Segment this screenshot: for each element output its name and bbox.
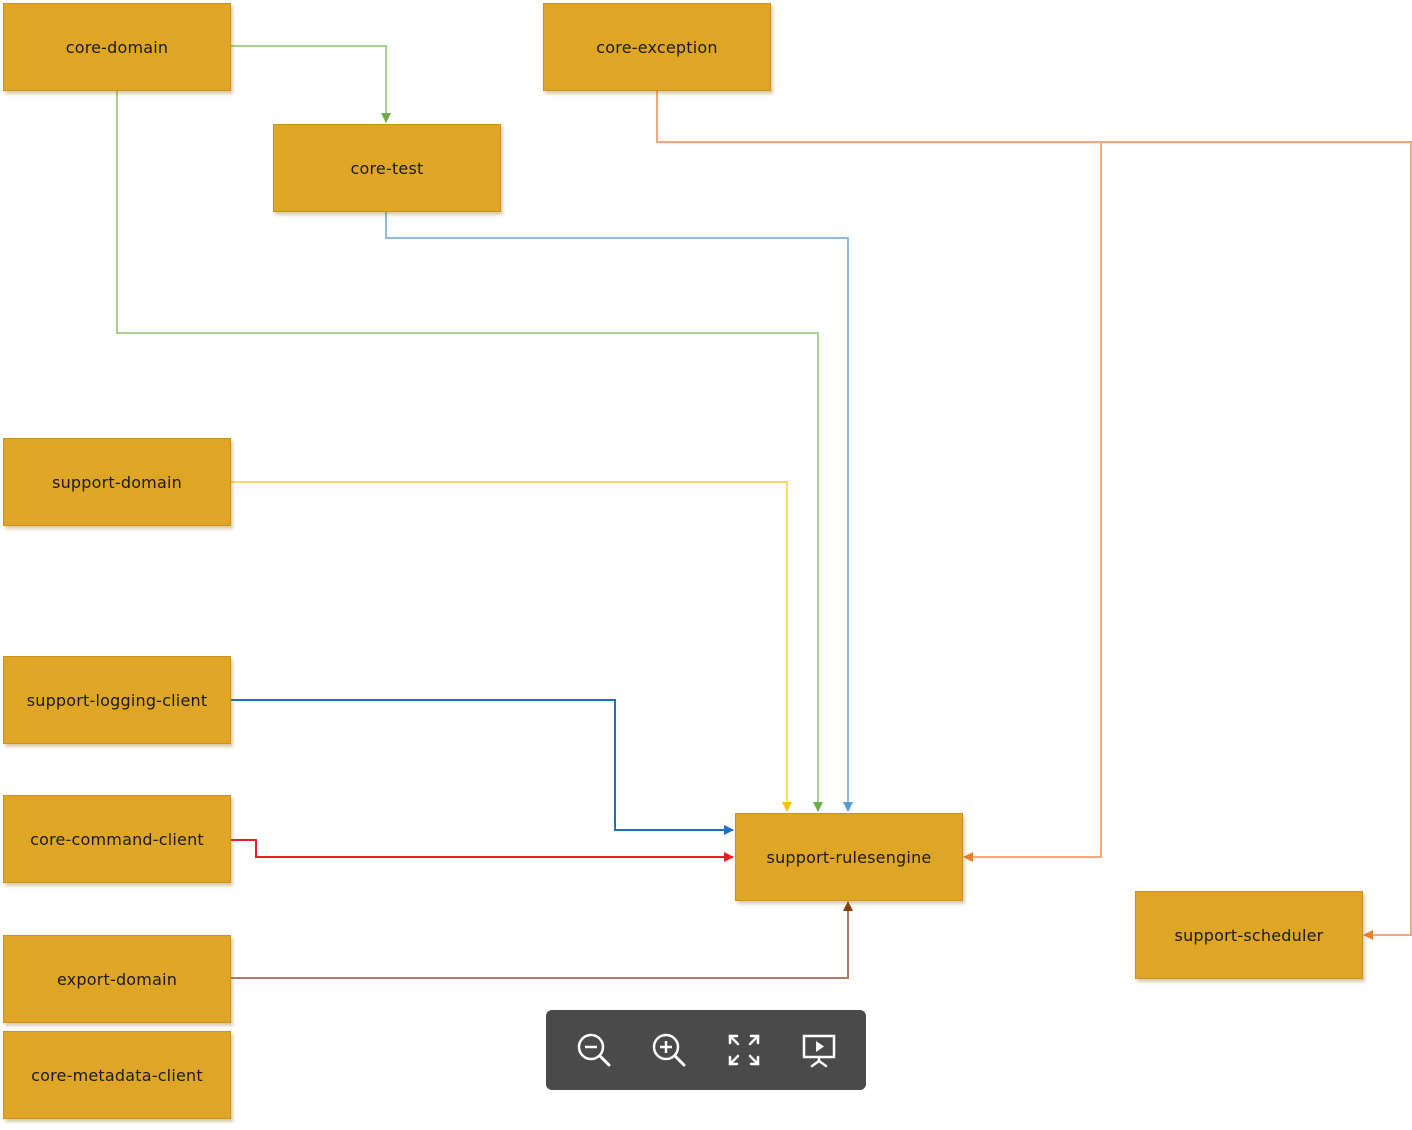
fullscreen-icon xyxy=(728,1034,759,1066)
node-label: core-metadata-client xyxy=(31,1065,203,1085)
node-export-domain[interactable]: export-domain xyxy=(3,935,231,1023)
edge-core-exception-to-support-scheduler xyxy=(1101,141,1412,940)
edge-support-domain-to-support-rulesengine xyxy=(230,481,792,812)
zoom-in-icon xyxy=(652,1033,685,1067)
edge-export-domain-to-support-rulesengine xyxy=(230,901,853,979)
zoom-in-button[interactable] xyxy=(639,1020,699,1080)
node-core-command-client[interactable]: core-command-client xyxy=(3,795,231,883)
node-label: core-command-client xyxy=(30,829,204,849)
edge-core-domain-to-core-test xyxy=(230,45,391,123)
node-label: core-exception xyxy=(596,37,718,57)
presentation-icon xyxy=(802,1034,835,1068)
node-core-domain[interactable]: core-domain xyxy=(3,3,231,91)
node-core-exception[interactable]: core-exception xyxy=(543,3,771,91)
node-support-domain[interactable]: support-domain xyxy=(3,438,231,526)
node-support-rulesengine[interactable]: support-rulesengine xyxy=(735,813,963,901)
edge-core-command-client-to-support-rulesengine xyxy=(230,839,734,862)
node-core-test[interactable]: core-test xyxy=(273,124,501,212)
node-support-logging-client[interactable]: support-logging-client xyxy=(3,656,231,744)
edge-core-domain-to-support-rulesengine xyxy=(116,90,823,812)
node-label: support-logging-client xyxy=(26,690,208,710)
node-support-scheduler[interactable]: support-scheduler xyxy=(1135,891,1363,979)
fullscreen-button[interactable] xyxy=(714,1020,774,1080)
zoom-out-button[interactable] xyxy=(564,1020,624,1080)
node-label: support-domain xyxy=(52,472,182,492)
edge-core-test-to-support-rulesengine xyxy=(385,212,853,812)
node-label: core-domain xyxy=(65,37,169,57)
edge-core-exception-to-support-rulesengine xyxy=(656,90,1102,862)
edge-support-logging-client-to-support-rulesengine xyxy=(230,699,734,835)
viewer-toolbar xyxy=(546,1010,866,1090)
node-label: export-domain xyxy=(56,969,178,989)
node-label: support-scheduler xyxy=(1174,925,1324,945)
node-label: support-rulesengine xyxy=(766,847,932,867)
zoom-out-icon xyxy=(577,1033,610,1067)
node-label: core-test xyxy=(350,158,424,178)
presentation-button[interactable] xyxy=(789,1020,849,1080)
node-core-metadata-client[interactable]: core-metadata-client xyxy=(3,1031,231,1119)
